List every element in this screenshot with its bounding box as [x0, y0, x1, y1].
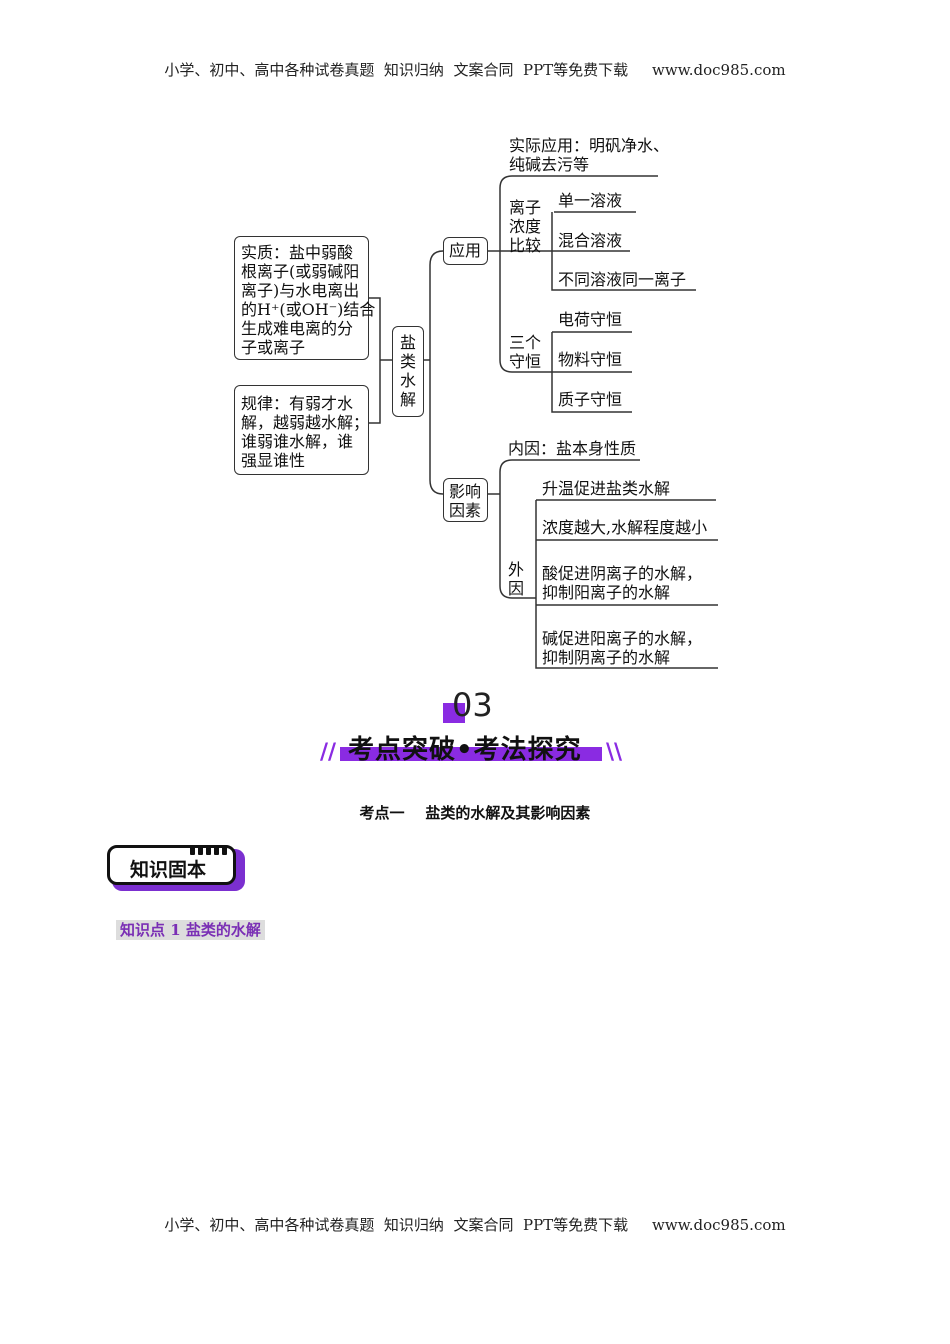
page-header: 小学、初中、高中各种试卷真题 知识归纳 文案合同 PPT等免费下载 www.do… [164, 61, 786, 79]
section-title: 考点突破•考法探究 [348, 735, 582, 765]
external-item-temperature: 升温促进盐类水解 [542, 479, 671, 498]
section-title-underline [340, 747, 602, 761]
application-label: 应用 [449, 241, 482, 260]
right-slash-decoration: \\ [606, 740, 623, 765]
external-item-acid: 酸促进阴离子的水解， 抑制阳离子的水解 [542, 564, 703, 602]
compare-item-mixed: 混合溶液 [558, 231, 623, 250]
topic-title: 考点一 盐类的水解及其影响因素 [359, 804, 591, 822]
left-slash-decoration: // [320, 740, 337, 765]
external-item-concentration: 浓度越大,水解程度越小 [542, 518, 708, 537]
mindmap-connectors [368, 175, 718, 669]
essence-text: 实质：盐中弱酸 根离子(或弱碱阳 离子)与水电离出 的H⁺(或OH⁻)结合 生成… [241, 243, 376, 357]
root-node: 盐 类 水 解 [392, 326, 424, 417]
external-label: 外 因 [508, 560, 525, 598]
internal-factor: 内因：盐本身性质 [508, 439, 637, 458]
conservation-proton: 质子守恒 [558, 390, 623, 409]
ion-compare-label: 离子 浓度 比较 [509, 198, 542, 255]
application-node: 应用 [443, 237, 488, 265]
factors-label: 影响 因素 [449, 482, 482, 520]
knowledge-point-label: 知识点 1 盐类的水解 [116, 920, 265, 940]
external-item-base: 碱促进阳离子的水解， 抑制阴离子的水解 [542, 629, 703, 667]
conservation-charge: 电荷守恒 [558, 310, 623, 329]
essence-box: 实质：盐中弱酸 根离子(或弱碱阳 离子)与水电离出 的H⁺(或OH⁻)结合 生成… [234, 236, 375, 360]
factors-node: 影响 因素 [443, 478, 488, 522]
badge-label: 知识固本 [130, 859, 207, 881]
compare-item-single: 单一溶液 [558, 191, 623, 210]
section-number-accent [443, 703, 465, 723]
rule-text: 规律：有弱才水 解，越弱越水解； 谁弱谁水解，谁 强显谁性 [241, 394, 370, 470]
root-label: 盐 类 水 解 [400, 333, 417, 409]
conservation-label: 三个 守恒 [509, 333, 542, 371]
knowledge-point-title: 知识点 1 盐类的水解 [116, 919, 265, 940]
rule-box: 规律：有弱才水 解，越弱越水解； 谁弱谁水解，谁 强显谁性 [234, 385, 369, 475]
section-number: 03 [452, 686, 493, 724]
compare-item-different: 不同溶液同一离子 [558, 270, 687, 289]
badge-dots [190, 840, 230, 855]
practical-application: 实际应用：明矾净水、 纯碱去污等 [509, 136, 670, 174]
page-footer: 小学、初中、高中各种试卷真题 知识归纳 文案合同 PPT等免费下载 www.do… [164, 1216, 786, 1234]
conservation-material: 物料守恒 [558, 350, 623, 369]
